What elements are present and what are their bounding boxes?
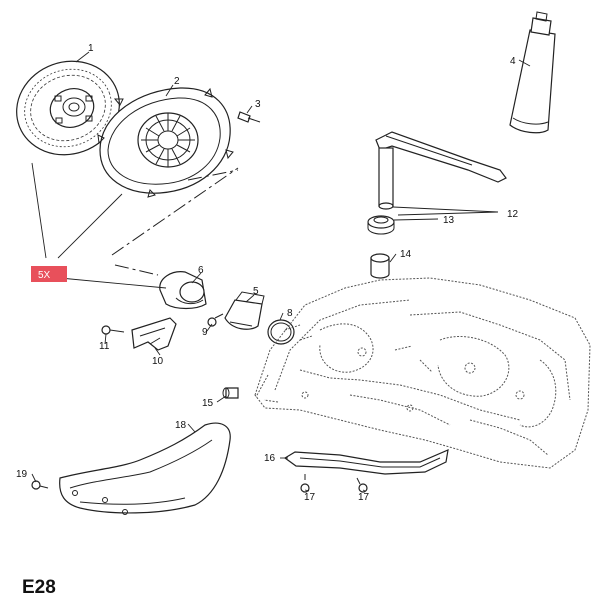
callout-5: 5 <box>253 286 259 297</box>
part-4-grease-tube[interactable] <box>509 11 556 134</box>
quantity-badge: 5X <box>31 266 67 282</box>
part-8-o-ring[interactable] <box>267 319 295 345</box>
callout-14: 14 <box>400 249 412 260</box>
part-12-release-shaft[interactable] <box>375 131 507 210</box>
part-17-bolt-left[interactable] <box>300 474 310 493</box>
part-19-bolt[interactable] <box>31 480 49 490</box>
callout-numbers: 1 2 3 4 6 5 8 9 10 11 12 13 14 15 16 17 … <box>16 43 519 503</box>
quantity-badge-box <box>31 266 67 282</box>
part-3-bolt[interactable] <box>237 111 261 123</box>
callout-13: 13 <box>443 215 455 226</box>
callout-2: 2 <box>174 76 180 87</box>
part-7-guide-sleeve[interactable] <box>224 291 265 330</box>
callout-18: 18 <box>175 420 187 431</box>
callout-11: 11 <box>99 341 110 352</box>
page-code: E28 <box>22 577 56 598</box>
callout-15: 15 <box>202 398 214 409</box>
callout-1: 1 <box>88 43 94 54</box>
callout-19: 19 <box>16 469 28 480</box>
callout-3: 3 <box>255 99 261 110</box>
callout-9: 9 <box>202 327 208 338</box>
part-9-bolt[interactable] <box>207 313 224 327</box>
part-15-dowel[interactable] <box>222 387 239 399</box>
transmission-housing <box>254 277 591 469</box>
part-17-bolt-right[interactable] <box>356 477 368 493</box>
callout-16: 16 <box>264 453 276 464</box>
part-16-cover-plate[interactable] <box>283 449 449 475</box>
callout-17-right: 17 <box>358 492 370 503</box>
part-1-clutch-disc[interactable] <box>3 47 132 169</box>
part-18-shield[interactable] <box>59 422 231 515</box>
part-14-seal[interactable] <box>370 253 390 279</box>
callout-10: 10 <box>152 356 164 367</box>
callout-4: 4 <box>510 56 516 67</box>
quantity-badge-text: 5X <box>38 270 51 281</box>
callout-6: 6 <box>198 265 204 276</box>
part-13-bushing[interactable] <box>367 215 395 235</box>
callout-12: 12 <box>507 209 519 220</box>
part-11-bolt[interactable] <box>101 325 125 335</box>
callout-8: 8 <box>287 308 293 319</box>
part-10-release-fork[interactable] <box>131 317 177 351</box>
leader-lines <box>31 51 531 492</box>
alignment-lines <box>111 167 239 276</box>
part-6-release-bearing[interactable] <box>159 271 207 310</box>
part-2-pressure-plate[interactable] <box>97 87 234 198</box>
callout-17-left: 17 <box>304 492 316 503</box>
